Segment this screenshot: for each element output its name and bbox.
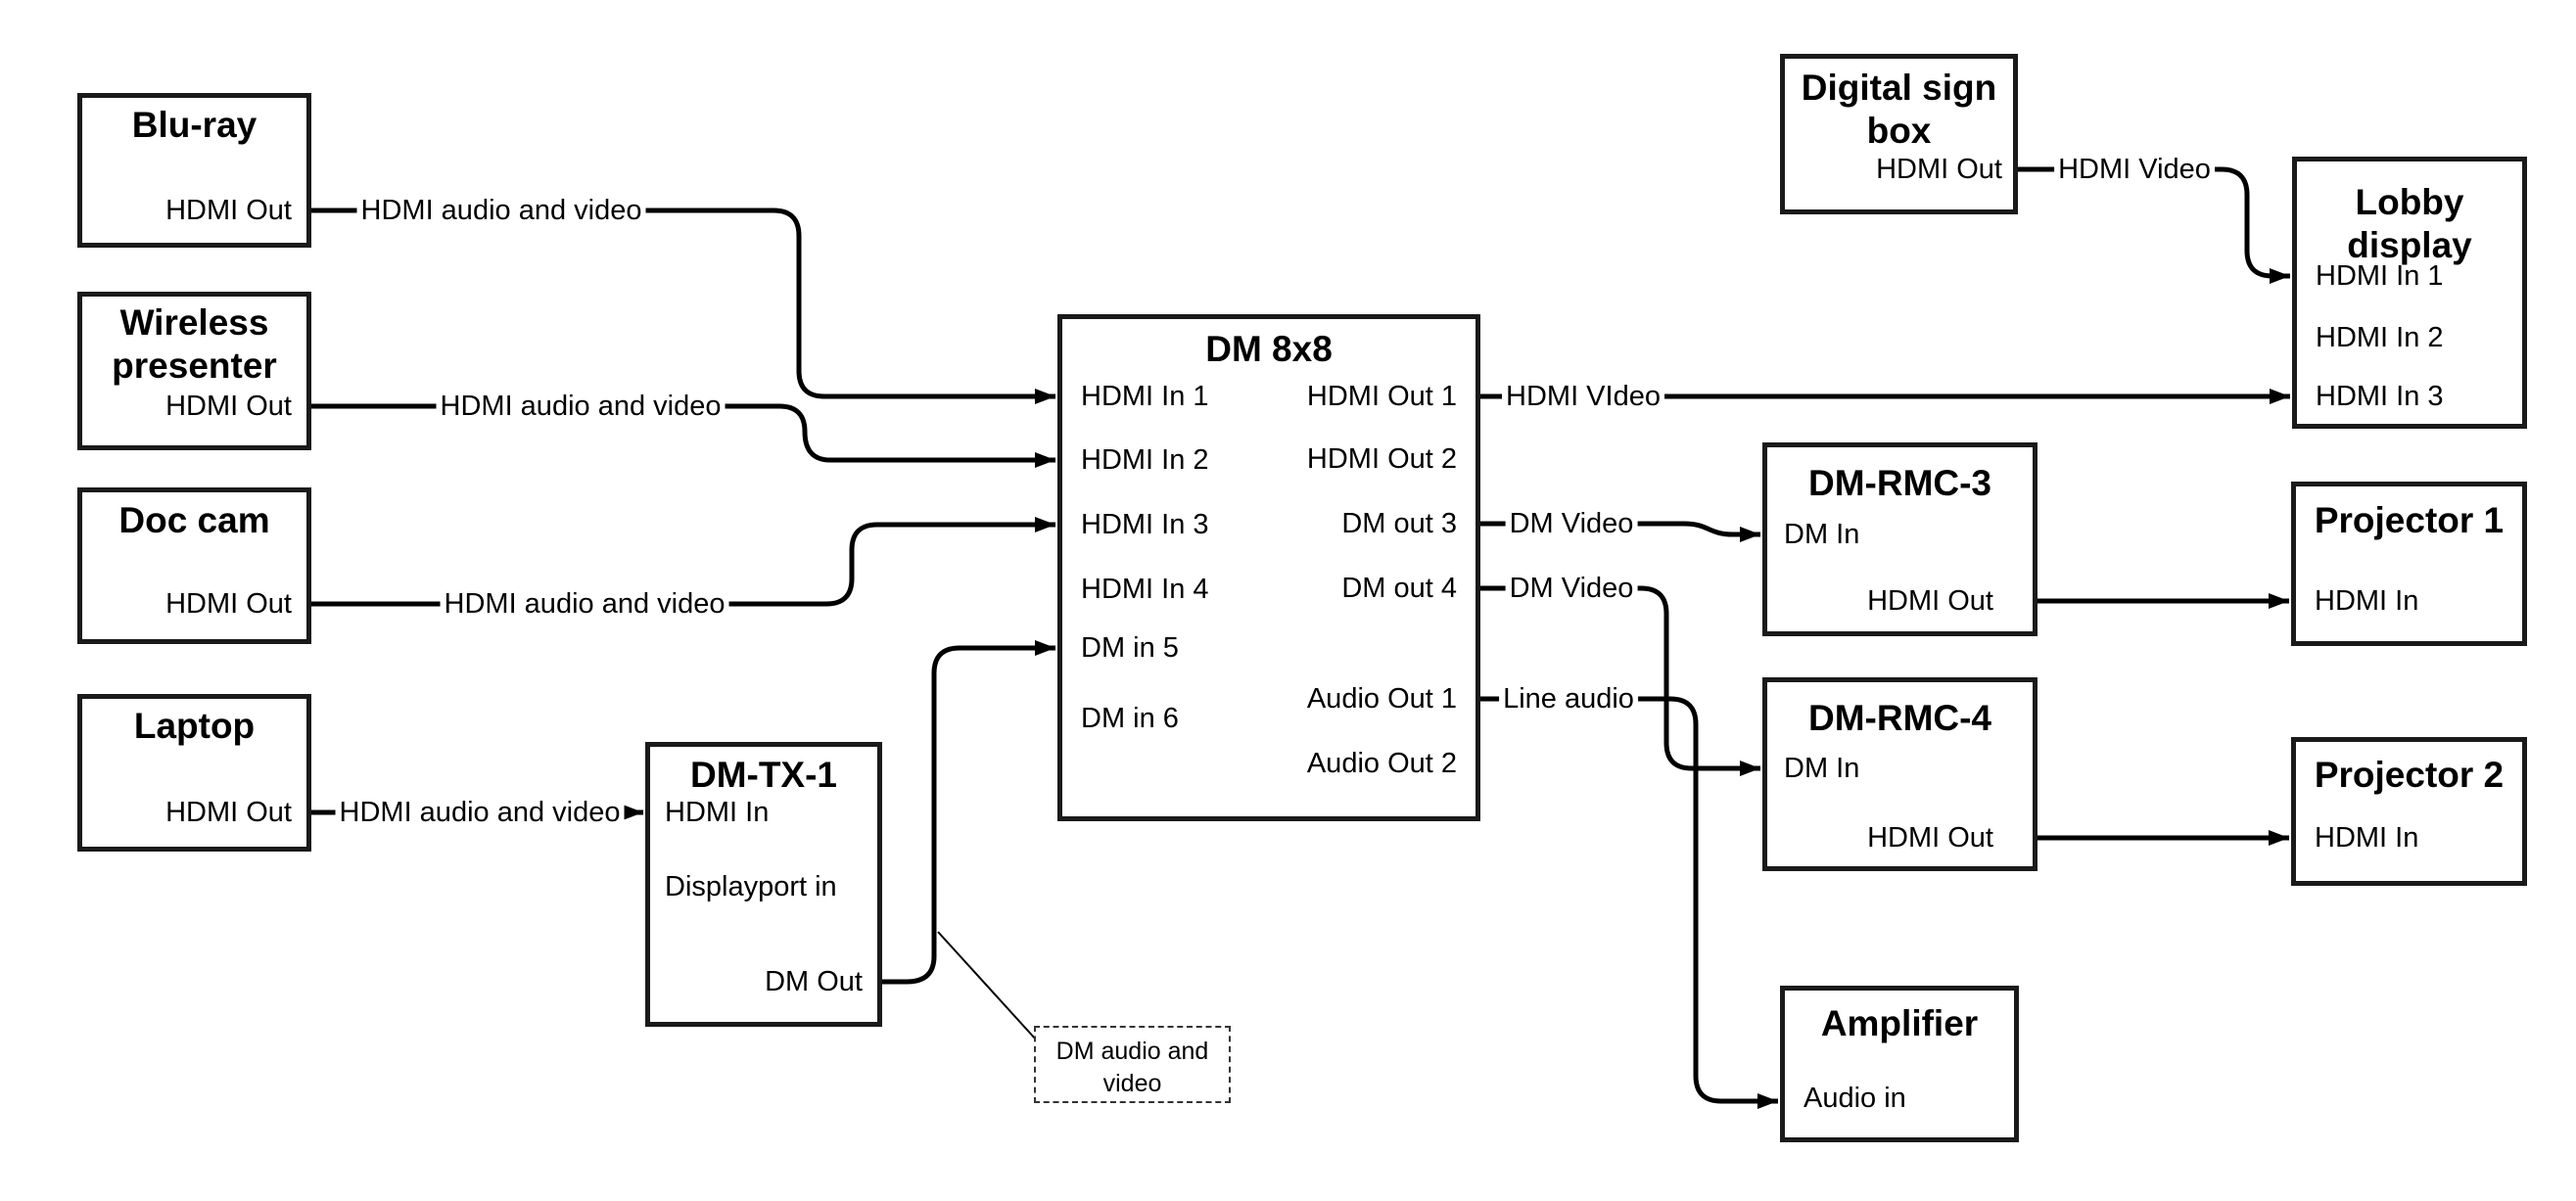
node-dm-tx-1-title: DM-TX-1 bbox=[689, 755, 838, 795]
node-dm-8x8-title: DM 8x8 bbox=[1205, 329, 1333, 369]
node-wireless-presenter-title: presenter bbox=[112, 346, 277, 386]
port-blu-ray-hdmi-out: HDMI Out bbox=[165, 195, 292, 226]
node-blu-ray: Blu-ray bbox=[77, 93, 311, 248]
node-dm-8x8: DM 8x8 bbox=[1057, 314, 1480, 821]
port-dm-rmc-4-hdmi-out: HDMI Out bbox=[1867, 822, 1993, 854]
port-dm-rmc-4-dm-in: DM In bbox=[1784, 753, 1860, 784]
node-dm-tx-1: DM-TX-1 bbox=[645, 742, 882, 1027]
note-leader-line bbox=[937, 931, 1037, 1040]
edge-dmtx1-dmout-to-dm8x8-in5-line bbox=[882, 640, 1055, 985]
port-digital-sign-box-hdmi-out: HDMI Out bbox=[1876, 154, 2002, 185]
node-amplifier: Amplifier bbox=[1780, 986, 2019, 1142]
edge-dm8x8-out3-to-rmc3-dmin-line bbox=[1630, 521, 1760, 542]
port-dm-8x8-hdmi-in-3: HDMI In 3 bbox=[1081, 509, 1209, 540]
port-wireless-presenter-hdmi-out: HDMI Out bbox=[165, 391, 292, 422]
port-projector-2-hdmi-in: HDMI In bbox=[2315, 822, 2419, 854]
edge-doccam-to-dm8x8-in3-line bbox=[718, 517, 1055, 607]
port-dm-rmc-3-hdmi-out: HDMI Out bbox=[1867, 585, 1993, 617]
node-projector-1-title: Projector 1 bbox=[2314, 500, 2505, 540]
port-dm-8x8-audio-out-1: Audio Out 1 bbox=[1306, 683, 1457, 715]
port-dm-8x8-audio-out-2: Audio Out 2 bbox=[1306, 748, 1457, 779]
node-projector-2-title: Projector 2 bbox=[2314, 755, 2505, 795]
port-dm-tx-1-displayport-in: Displayport in bbox=[665, 871, 837, 902]
edge-dm8x8-out1-to-lobby-in3-label: HDMI VIdeo bbox=[1502, 382, 1664, 411]
port-dm-8x8-dm-out-3: DM out 3 bbox=[1341, 508, 1457, 539]
port-dm-8x8-dm-in-6: DM in 6 bbox=[1081, 703, 1179, 734]
edge-dm8x8-audio1-to-amplifier-label: Line audio bbox=[1499, 684, 1638, 714]
port-laptop-hdmi-out: HDMI Out bbox=[165, 797, 292, 828]
node-digital-sign-box-title: Digital sign bbox=[1801, 68, 1997, 108]
node-dm-rmc-3: DM-RMC-3 bbox=[1762, 442, 2037, 636]
dm-audio-video-note-text: DM audio and bbox=[1055, 1038, 1209, 1065]
port-lobby-display-hdmi-in-1: HDMI In 1 bbox=[2316, 260, 2444, 292]
dm-audio-video-note: DM audio and video bbox=[1034, 1026, 1231, 1103]
edge-digitalsign-to-lobby-in1-line bbox=[2207, 166, 2290, 284]
dm-audio-video-note-text: video bbox=[1102, 1070, 1162, 1097]
node-dm-rmc-4: DM-RMC-4 bbox=[1762, 677, 2037, 871]
node-lobby-display-title: Lobby bbox=[2355, 182, 2464, 222]
port-dm-8x8-hdmi-in-1: HDMI In 1 bbox=[1081, 381, 1209, 412]
node-doc-cam-title: Doc cam bbox=[118, 500, 270, 540]
port-dm-8x8-dm-in-5: DM in 5 bbox=[1081, 632, 1179, 664]
edge-dm8x8-out4-to-rmc4-dmin-label: DM Video bbox=[1505, 574, 1638, 603]
node-blu-ray-title: Blu-ray bbox=[131, 105, 258, 145]
port-dm-8x8-hdmi-in-4: HDMI In 4 bbox=[1081, 574, 1209, 605]
node-amplifier-title: Amplifier bbox=[1820, 1003, 1979, 1043]
edge-bluray-to-dm8x8-in1-line bbox=[632, 208, 1055, 404]
edge-bluray-to-dm8x8-in1-label: HDMI audio and video bbox=[356, 196, 646, 225]
node-digital-sign-box-title: box bbox=[1866, 111, 1932, 151]
edge-digitalsign-to-lobby-in1-label: HDMI Video bbox=[2054, 155, 2215, 184]
port-dm-tx-1-hdmi-in: HDMI In bbox=[665, 797, 770, 828]
port-lobby-display-hdmi-in-2: HDMI In 2 bbox=[2316, 322, 2444, 353]
port-amplifier-audio-in: Audio in bbox=[1803, 1083, 1906, 1114]
node-laptop-title: Laptop bbox=[133, 706, 256, 746]
node-projector-2: Projector 2 bbox=[2291, 737, 2527, 886]
port-dm-8x8-hdmi-out-1: HDMI Out 1 bbox=[1306, 381, 1457, 412]
edge-dm8x8-audio1-to-amplifier-line bbox=[1632, 696, 1778, 1109]
port-dm-8x8-hdmi-out-2: HDMI Out 2 bbox=[1306, 443, 1457, 475]
node-dm-rmc-3-title: DM-RMC-3 bbox=[1807, 463, 1992, 503]
port-dm-tx-1-dm-out: DM Out bbox=[765, 966, 863, 997]
port-doc-cam-hdmi-out: HDMI Out bbox=[165, 588, 292, 620]
node-projector-1: Projector 1 bbox=[2291, 482, 2527, 646]
edge-dm8x8-out3-to-rmc3-dmin-label: DM Video bbox=[1505, 509, 1638, 538]
port-dm-8x8-hdmi-in-2: HDMI In 2 bbox=[1081, 444, 1209, 476]
edge-doccam-to-dm8x8-in3-label: HDMI audio and video bbox=[440, 589, 729, 619]
edge-laptop-to-dmtx1-hdmi-in-label: HDMI audio and video bbox=[335, 798, 625, 827]
edge-dm8x8-out4-to-rmc4-dmin-line bbox=[1630, 585, 1760, 776]
node-laptop: Laptop bbox=[77, 694, 311, 852]
edge-wireless-to-dm8x8-in2-label: HDMI audio and video bbox=[436, 392, 726, 421]
port-projector-1-hdmi-in: HDMI In bbox=[2315, 585, 2419, 617]
edge-wireless-to-dm8x8-in2-line bbox=[712, 403, 1055, 468]
node-lobby-display-title: display bbox=[2347, 225, 2472, 265]
port-dm-8x8-dm-out-4: DM out 4 bbox=[1341, 573, 1457, 604]
port-lobby-display-hdmi-in-3: HDMI In 3 bbox=[2316, 381, 2444, 412]
node-wireless-presenter-title: Wireless bbox=[119, 302, 269, 343]
node-doc-cam: Doc cam bbox=[77, 487, 311, 644]
node-dm-rmc-4-title: DM-RMC-4 bbox=[1807, 698, 1992, 738]
port-dm-rmc-3-dm-in: DM In bbox=[1784, 519, 1860, 550]
